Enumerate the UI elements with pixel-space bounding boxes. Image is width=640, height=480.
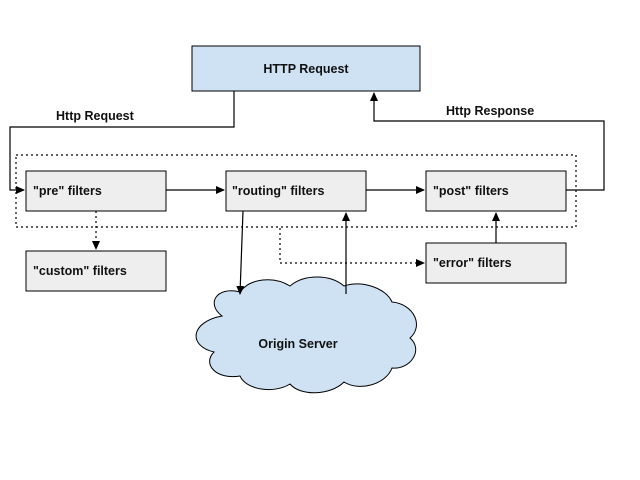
to-error-arrow bbox=[279, 228, 425, 267]
http-request-node: HTTP Request bbox=[191, 45, 421, 92]
origin-server-label: Origin Server bbox=[258, 337, 337, 351]
routing-to-origin-arrow bbox=[236, 210, 245, 295]
outgoing-response-edge: Http Response bbox=[370, 92, 605, 191]
custom-filters-label: "custom" filters bbox=[33, 264, 127, 278]
post-filters-node: "post" filters bbox=[425, 170, 567, 212]
pre-filters-node: "pre" filters bbox=[25, 170, 167, 212]
origin-server-cloud bbox=[195, 276, 417, 394]
outgoing-response-label: Http Response bbox=[446, 104, 534, 118]
pre-filters-label: "pre" filters bbox=[33, 184, 102, 198]
custom-filters-node: "custom" filters bbox=[25, 250, 167, 292]
http-request-label: HTTP Request bbox=[263, 62, 349, 76]
routing-filters-label: "routing" filters bbox=[232, 184, 324, 198]
incoming-request-label: Http Request bbox=[56, 109, 135, 123]
routing-filters-node: "routing" filters bbox=[225, 170, 367, 212]
post-filters-label: "post" filters bbox=[433, 184, 509, 198]
filter-pipeline-boundary bbox=[15, 154, 577, 228]
error-filters-label: "error" filters bbox=[433, 256, 512, 270]
incoming-request-edge: Http Request bbox=[9, 91, 235, 194]
error-filters-node: "error" filters bbox=[425, 242, 567, 284]
origin-server-node: Origin Server bbox=[195, 276, 417, 394]
